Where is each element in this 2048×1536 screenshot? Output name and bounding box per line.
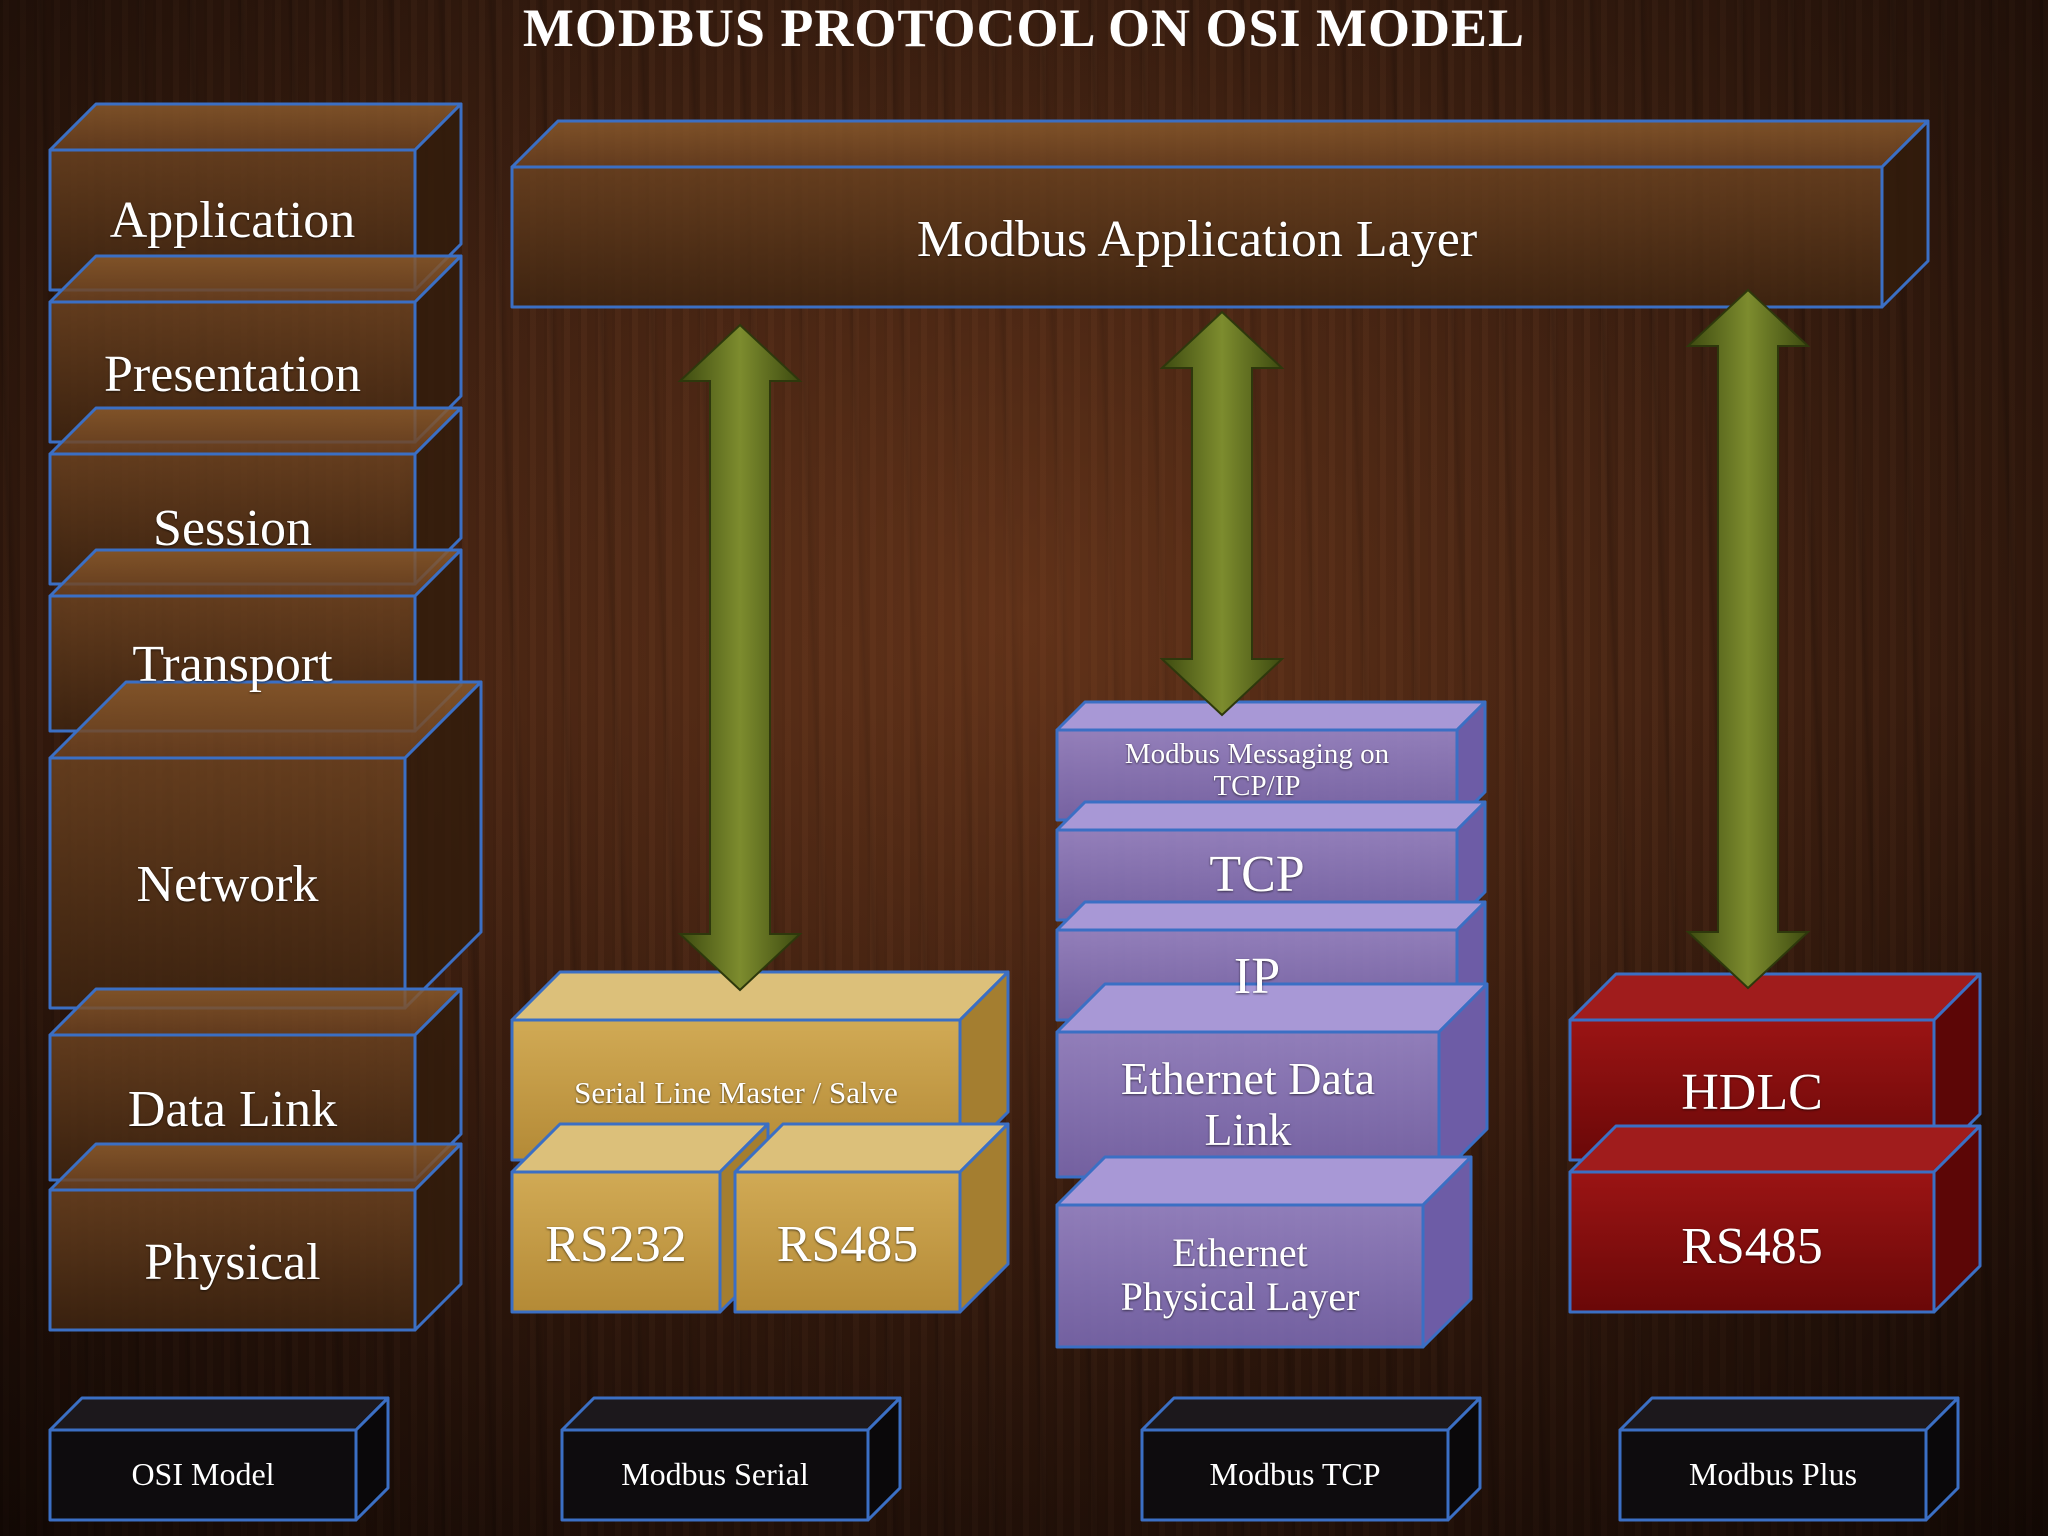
serial-master-box-top (510, 970, 1010, 1022)
plus-rs485-box (1568, 1124, 1982, 1314)
footer-box-modbus-serial (560, 1396, 902, 1522)
osi-box-physical-top (48, 1142, 463, 1192)
ip-label: IP (1233, 948, 1281, 1006)
arrow-serial-to-app (677, 323, 803, 992)
modbus-messaging-box (1055, 700, 1487, 822)
footer-label-modbus-serial: Modbus Serial (621, 1456, 809, 1493)
hdlc-box-top (1568, 972, 1982, 1022)
osi-box-application-top (48, 102, 463, 152)
ethernet-data-link-label: Ethernet Data Link (1120, 1053, 1376, 1155)
footer-box-modbus-tcp-top (1140, 1396, 1482, 1432)
footer-box-modbus-serial-front (560, 1428, 870, 1522)
arrow-plus-to-app (1685, 288, 1811, 990)
footer-label-osi-model: OSI Model (131, 1456, 275, 1493)
modbus-messaging-box-top (1055, 700, 1487, 732)
osi-box-physical (48, 1142, 463, 1332)
osi-layer-presentation: Presentation (103, 346, 362, 404)
serial-rs485-box (733, 1122, 1010, 1314)
serial-line-master-label: Serial Line Master / Salve (574, 1074, 898, 1110)
modbus-messaging-label: Modbus Messaging on TCP/IP (1124, 738, 1390, 802)
osi-box-presentation-top (48, 254, 463, 304)
modbus-application-layer-box-top (510, 119, 1930, 169)
ethernet-physical-label: Ethernet Physical Layer (1120, 1230, 1360, 1319)
osi-layer-physical: Physical (144, 1234, 321, 1292)
footer-box-osi-model-top (48, 1396, 390, 1432)
footer-label-modbus-tcp: Modbus TCP (1209, 1456, 1381, 1493)
plus-rs485-box-top (1568, 1124, 1982, 1174)
rs232-label: RS232 (545, 1216, 687, 1274)
plus-rs485-label: RS485 (1681, 1218, 1823, 1276)
arrow-tcp-to-app (1159, 310, 1285, 717)
ethernet-physical-box-top (1055, 1155, 1473, 1207)
modbus-application-layer-label: Modbus Application Layer (916, 211, 1478, 269)
tcp-box-top (1055, 800, 1487, 832)
footer-box-osi-model (48, 1396, 390, 1522)
page-title: MODBUS PROTOCOL ON OSI MODEL (522, 0, 1526, 58)
modbus-application-layer-box-front (510, 165, 1884, 309)
osi-box-network (48, 680, 483, 1010)
hdlc-label: HDLC (1681, 1064, 1823, 1122)
rs232-box-front (510, 1170, 722, 1314)
serial-rs485-box-front (733, 1170, 962, 1314)
footer-label-modbus-plus: Modbus Plus (1688, 1456, 1858, 1493)
footer-box-modbus-plus-top (1618, 1396, 1960, 1432)
osi-box-data-link-top (48, 987, 463, 1037)
ethernet-physical-box-front (1055, 1203, 1425, 1349)
osi-layer-network: Network (136, 856, 319, 914)
footer-box-modbus-serial-top (560, 1396, 902, 1432)
modbus-application-layer-box (510, 119, 1930, 309)
tcp-label: TCP (1209, 846, 1305, 904)
ethernet-physical-box (1055, 1155, 1473, 1349)
footer-box-modbus-plus (1618, 1396, 1960, 1522)
serial-rs485-label: RS485 (776, 1216, 919, 1274)
osi-layer-data-link: Data Link (127, 1081, 338, 1139)
osi-box-physical-front (48, 1188, 417, 1332)
footer-box-modbus-plus-front (1618, 1428, 1928, 1522)
ethernet-data-link-box (1055, 982, 1489, 1179)
footer-box-modbus-tcp-front (1140, 1428, 1450, 1522)
osi-layer-session: Session (153, 500, 312, 558)
tcp-box (1055, 800, 1487, 922)
osi-box-session-top (48, 406, 463, 456)
footer-box-modbus-tcp (1140, 1396, 1482, 1522)
osi-layer-transport: Transport (132, 636, 333, 694)
osi-layer-application: Application (109, 192, 356, 250)
footer-box-osi-model-front (48, 1428, 358, 1522)
plus-rs485-box-front (1568, 1170, 1936, 1314)
